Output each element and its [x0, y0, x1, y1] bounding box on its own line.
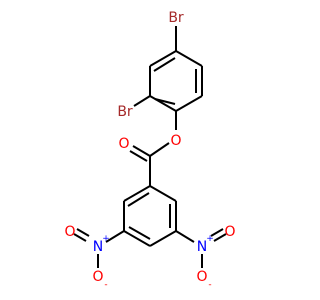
bond-ring1-c6-c1	[175, 50, 203, 67]
charge-n-left: +	[102, 234, 110, 244]
atom-labels: Br Br O O N + O O - N + O O -	[64, 10, 235, 290]
bond-n-right-o-double-2	[213, 233, 227, 242]
bond-ring2-c3-c4	[123, 230, 151, 247]
atom-o-carbonyl: O	[118, 136, 129, 152]
atom-o-left-double: O	[64, 224, 75, 240]
bond-ring2-c4-c5	[149, 230, 177, 247]
bond-n-right-o-double	[210, 228, 224, 237]
atom-o-ester: O	[170, 133, 181, 149]
bond-carbonyl-c-o-double	[129, 150, 148, 162]
bond-n-left-o-double-2	[73, 233, 87, 242]
bonds	[73, 26, 227, 268]
bond-c3-br-left	[133, 95, 151, 107]
molecule-structure: Br Br O O N + O O - N + O O -	[64, 10, 235, 290]
atom-n-left: N	[93, 239, 103, 255]
bond-ring2-n-right	[175, 230, 195, 243]
atom-n-right: N	[197, 239, 207, 255]
bond-ring1-c1-c2	[149, 50, 177, 67]
bond-ring1-c1-c2-inner	[153, 57, 176, 72]
atom-br-top: Br	[168, 10, 184, 26]
bond-ring1-c4-c5	[175, 95, 203, 112]
charge-n-right: +	[206, 234, 214, 244]
bond-ring1-c3-c4-inner	[154, 98, 176, 105]
bond-ring2-c1-c2	[123, 185, 151, 202]
bond-ring1-c3-c4	[149, 95, 177, 112]
bond-carbonyl-c-o	[132, 145, 151, 157]
bond-ring2-c3-c4-inner	[128, 226, 151, 240]
atom-o-right-double: O	[224, 224, 235, 240]
bond-ring2-c1-c2-inner	[127, 192, 150, 207]
charge-o-left: -	[104, 280, 107, 290]
bond-n-left-o-double	[76, 228, 90, 237]
bond-ring2-c6-c1	[149, 185, 177, 202]
atom-o-right-single: O	[196, 269, 207, 285]
atom-br-left: Br	[117, 104, 133, 120]
bond-o-ester-carbonyl-c	[149, 142, 170, 157]
charge-o-right: -	[208, 280, 211, 290]
atom-o-left-single: O	[92, 269, 103, 285]
bond-ring2-n-left	[105, 230, 125, 243]
